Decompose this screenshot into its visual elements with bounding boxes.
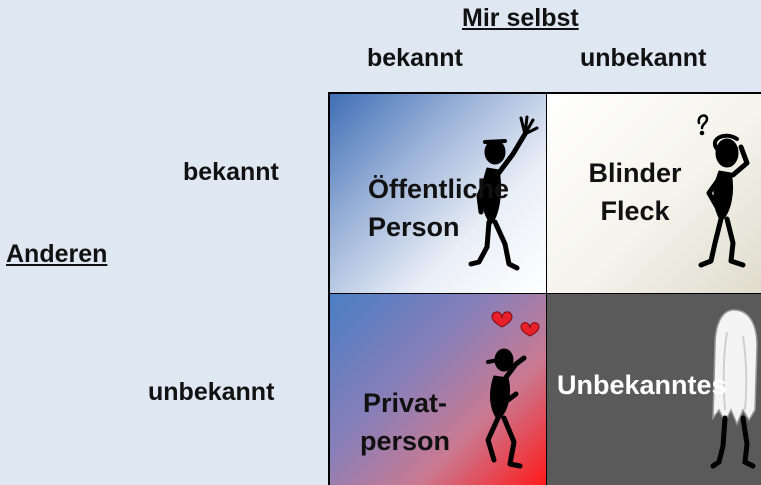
row-header-unknown: unbekannt [148, 378, 275, 406]
others-axis-title: Anderen [6, 240, 108, 268]
quadrant-unknown: Unbekanntes [547, 294, 761, 485]
quadrant-public-line2: Person [368, 212, 460, 242]
quadrant-blind-label: Blinder Fleck [580, 154, 690, 230]
heart-icon [491, 311, 540, 337]
confused-person-icon [697, 114, 750, 268]
quadrant-private-label: Privat- person [350, 384, 460, 460]
quadrant-blind-line2: Fleck [600, 196, 670, 226]
quadrant-private-line1: Privat- [362, 388, 448, 418]
quadrant-public-label: Öffentliche Person [368, 170, 509, 246]
column-header-known: bekannt [367, 44, 463, 72]
johari-window-grid: Öffentliche Person Blinder Fleck [328, 92, 761, 485]
self-axis-title: Mir selbst [462, 4, 579, 32]
quadrant-blind-spot: Blinder Fleck [547, 94, 761, 294]
ghost-icon [710, 309, 758, 469]
quadrant-unknown-label: Unbekanntes [557, 370, 727, 400]
quadrant-private: Privat- person [330, 294, 547, 485]
quadrant-blind-line1: Blinder [588, 158, 682, 188]
quadrant-public-line1: Öffentliche [368, 174, 510, 204]
quadrant-public: Öffentliche Person [330, 94, 547, 294]
quadrant-private-line2: person [359, 426, 451, 456]
row-header-known: bekannt [183, 158, 279, 186]
person-with-hearts-icon [485, 311, 540, 469]
column-header-unknown: unbekannt [580, 44, 707, 72]
waving-person-icon [468, 115, 539, 271]
